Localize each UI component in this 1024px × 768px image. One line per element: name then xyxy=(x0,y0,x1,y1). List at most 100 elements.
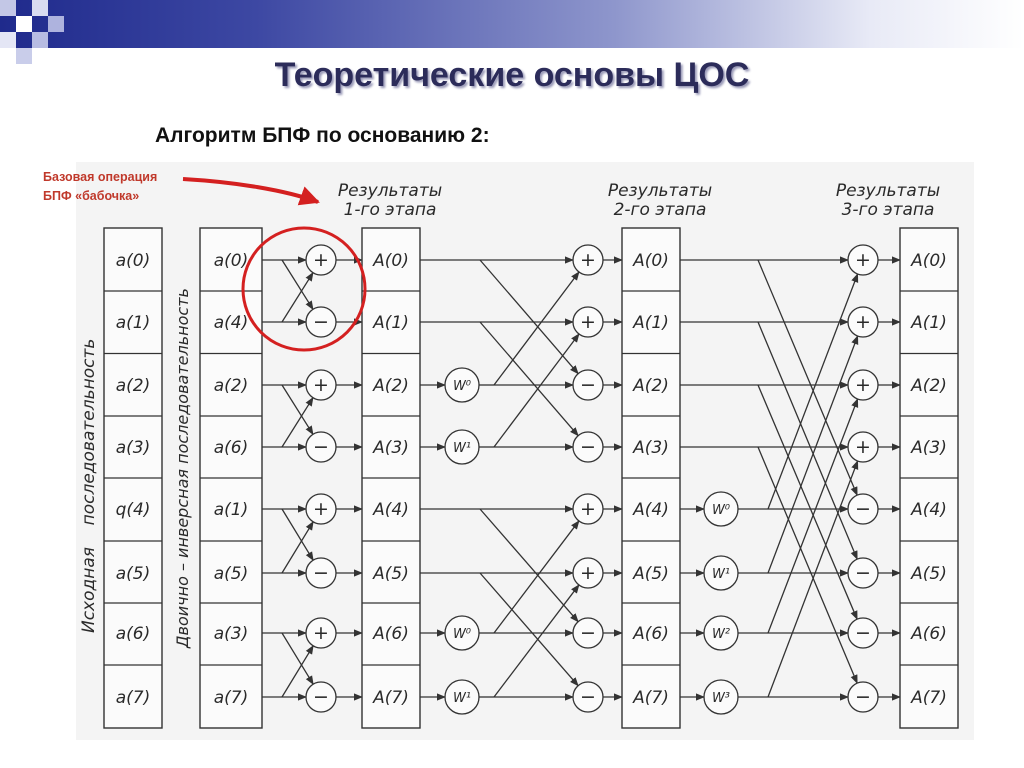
stage3-op-node xyxy=(847,557,879,589)
input-sequence-cell: a(7) xyxy=(116,688,151,708)
input-sequence-label-2: последовательность xyxy=(79,339,99,526)
stage3-label-line2: 3-го этапа xyxy=(842,200,935,220)
callout-line-2: БПФ «бабочка» xyxy=(43,189,140,203)
stage3-op-node xyxy=(847,617,879,649)
decor-square xyxy=(48,16,64,32)
callout-arrow xyxy=(182,177,320,206)
stage3-op-node-label: − xyxy=(855,498,871,520)
stage2-result-cell: A(1) xyxy=(632,313,669,333)
input-sequence-cell: a(3) xyxy=(116,438,151,458)
stage2-twiddle-node xyxy=(444,679,480,715)
stage1-op-node xyxy=(305,306,337,338)
signal-line xyxy=(757,446,858,685)
stage3-twiddle-node xyxy=(703,491,739,527)
stage3-op-node-label: − xyxy=(855,562,871,584)
stage3-op-node-label: + xyxy=(855,249,871,271)
register-columns: a(0) a(1) a(2) a(3) q(4) a(5) a(6) a(7) a(0) a(4)… xyxy=(103,227,959,729)
stage2-op-node xyxy=(572,493,604,525)
signal-line xyxy=(493,520,580,634)
stage1-op-node xyxy=(305,617,337,649)
signal-line xyxy=(767,335,859,574)
stage3-op-node-label: − xyxy=(855,686,871,708)
input-sequence-cell: a(1) xyxy=(116,313,151,333)
stage2-op-node-label: − xyxy=(580,622,596,644)
stage3-result-cell: A(0) xyxy=(910,251,947,271)
stage1-op-node-label: + xyxy=(313,249,329,271)
stage1-op-node-label: + xyxy=(313,498,329,520)
bit-reversed-sequence-cell: a(1) xyxy=(214,500,249,520)
stage2-twiddle-node-label: W¹ xyxy=(453,691,471,706)
bit-reversed-sequence-cell: a(0) xyxy=(214,251,249,271)
stage1-result-cell: A(1) xyxy=(372,313,409,333)
stage1-result-cell: A(6) xyxy=(372,624,409,644)
signal-line xyxy=(767,460,859,698)
stage2-twiddle-node xyxy=(444,367,480,403)
stage2-twiddle-node-label: W⁰ xyxy=(453,379,472,394)
stage3-result-cell: A(6) xyxy=(910,624,947,644)
stage2-label-line1: Результаты xyxy=(608,181,712,201)
stage3-result-cell: A(7) xyxy=(910,688,947,708)
stage1-op-node-label: − xyxy=(313,436,329,458)
stage1-result-cell: A(7) xyxy=(372,688,409,708)
decor-square xyxy=(16,48,32,64)
bit-reversed-sequence-label: Двоично – инверсная последовательность xyxy=(173,288,192,649)
stage2-twiddle-node-label: W⁰ xyxy=(453,627,472,642)
signal-line xyxy=(281,632,314,685)
signal-line xyxy=(757,259,858,497)
input-sequence-cell: a(6) xyxy=(116,624,151,644)
stage3-op-node xyxy=(847,244,879,276)
stage2-result-cell: A(0) xyxy=(632,251,669,271)
signal-line xyxy=(493,271,580,386)
bit-reversed-sequence-cell: a(4) xyxy=(214,313,249,333)
stage2-op-node xyxy=(572,431,604,463)
stage3-op-node xyxy=(847,493,879,525)
stage2-op-node-label: + xyxy=(580,562,596,584)
stage2-result-cell: A(7) xyxy=(632,688,669,708)
stage1-op-node-label: + xyxy=(313,622,329,644)
stage3-op-node xyxy=(847,431,879,463)
stage1-op-node xyxy=(305,493,337,525)
decor-square xyxy=(32,0,48,16)
butterfly-callout: Базовая операция БПФ «бабочка» xyxy=(43,168,157,206)
callout-graphics xyxy=(182,177,367,352)
bit-reversed-sequence-cell: a(6) xyxy=(214,438,249,458)
decor-square xyxy=(32,32,48,48)
stage2-op-node-label: − xyxy=(580,686,596,708)
stage2-twiddle-node xyxy=(444,429,480,465)
stage1-result-cell: A(5) xyxy=(372,564,409,584)
signal-line xyxy=(281,384,314,436)
stage1-op-node-label: − xyxy=(313,311,329,333)
stage1-result-cell: A(3) xyxy=(372,438,409,458)
stage3-result-cell: A(5) xyxy=(910,564,947,584)
input-sequence-cell: q(4) xyxy=(116,500,151,520)
butterfly-highlight-circle xyxy=(241,226,367,352)
stage3-twiddle-node xyxy=(703,615,739,651)
stage3-twiddle-node xyxy=(703,679,739,715)
signal-line xyxy=(281,271,314,323)
stage2-op-node-label: + xyxy=(580,311,596,333)
stage1-op-node xyxy=(305,681,337,713)
input-sequence-cell: a(0) xyxy=(116,251,151,271)
stage2-op-node xyxy=(572,306,604,338)
stage1-op-node-label: − xyxy=(313,686,329,708)
stage1-op-node xyxy=(305,369,337,401)
stage2-result-cell: A(6) xyxy=(632,624,669,644)
stage3-op-node-label: + xyxy=(855,311,871,333)
signal-line xyxy=(757,384,858,621)
signal-line xyxy=(281,259,314,311)
stage3-result-cell: A(2) xyxy=(910,376,947,396)
signal-line xyxy=(479,321,579,437)
signal-lines xyxy=(262,256,901,701)
stage2-op-node xyxy=(572,244,604,276)
page-title: Теоретические основы ЦОС xyxy=(274,56,750,94)
stage3-label-line1: Результаты xyxy=(836,181,940,201)
input-sequence-cell: a(2) xyxy=(116,376,151,396)
stage2-label-line2: 2-го этапа xyxy=(614,200,707,220)
bit-reversed-sequence-cell: a(3) xyxy=(214,624,249,644)
signal-line xyxy=(479,508,579,623)
stage2-op-node xyxy=(572,369,604,401)
input-sequence-cell: a(5) xyxy=(116,564,151,584)
signal-line xyxy=(767,398,859,634)
signal-line xyxy=(757,321,858,561)
